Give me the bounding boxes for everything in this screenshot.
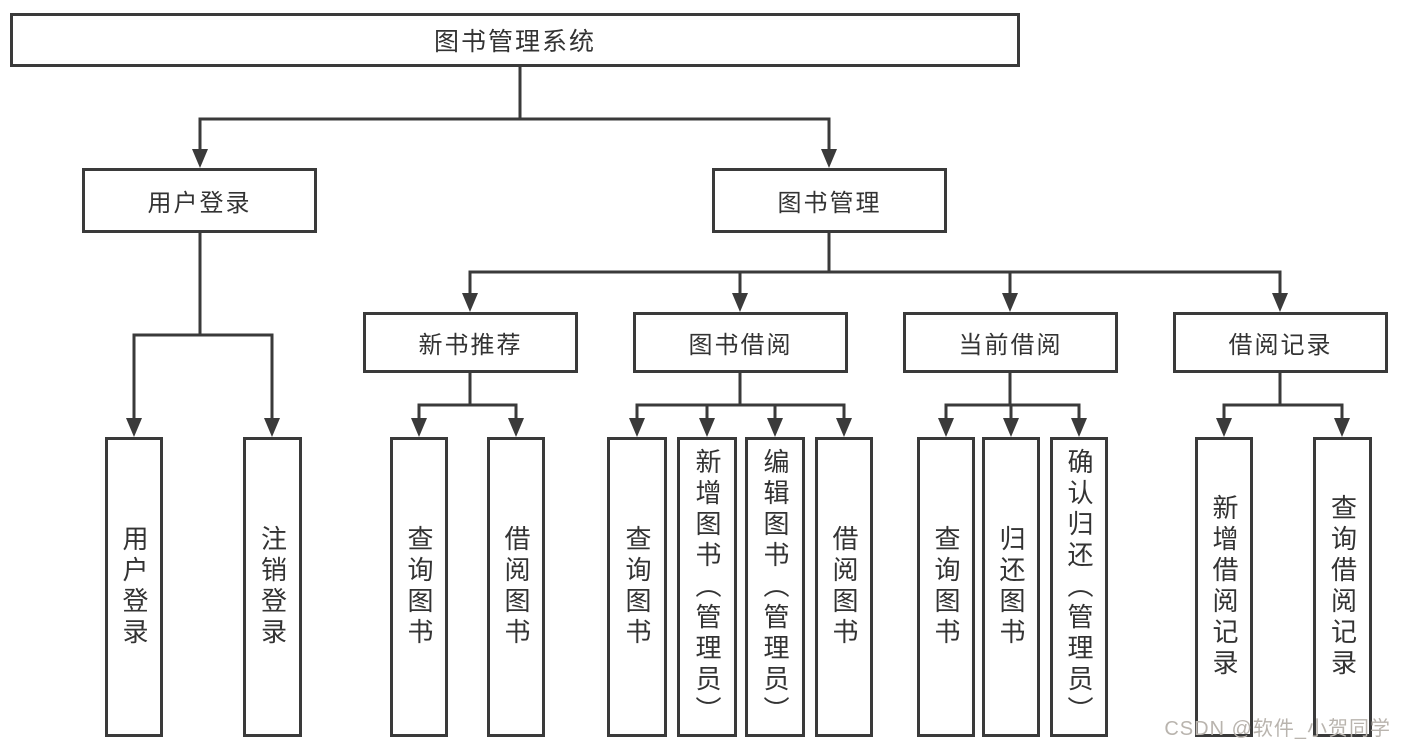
leaf-query-borrow-record: 查询借阅记录 (1313, 437, 1372, 737)
leaf-current-query-book: 查询图书 (917, 437, 975, 737)
node-new-book-recommend: 新书推荐 (363, 312, 578, 373)
leaf-borrow-book: 借阅图书 (815, 437, 873, 737)
node-borrow-records-label: 借阅记录 (1228, 332, 1333, 359)
leaf-return-book-label: 归还图书 (996, 525, 1026, 649)
leaf-return-book: 归还图书 (982, 437, 1040, 737)
node-borrow-records: 借阅记录 (1173, 312, 1388, 373)
leaf-recommend-borrow-book-label: 借阅图书 (501, 525, 531, 649)
leaf-add-borrow-record: 新增借阅记录 (1195, 437, 1253, 737)
node-user-login: 用户登录 (82, 168, 317, 233)
leaf-confirm-return-admin: 确认归还（管理员） (1050, 437, 1108, 737)
leaf-edit-book-admin: 编辑图书（管理员） (745, 437, 805, 737)
node-current-borrow: 当前借阅 (903, 312, 1118, 373)
leaf-add-book-admin-label: 新增图书（管理员） (692, 447, 722, 727)
leaf-add-borrow-record-label: 新增借阅记录 (1209, 494, 1239, 680)
leaf-confirm-return-admin-label: 确认归还（管理员） (1064, 447, 1094, 727)
node-root: 图书管理系统 (10, 13, 1020, 67)
leaf-user-login: 用户登录 (105, 437, 163, 737)
node-user-login-label: 用户登录 (147, 190, 252, 217)
node-new-book-recommend-label: 新书推荐 (418, 332, 523, 359)
leaf-borrow-query-book: 查询图书 (607, 437, 667, 737)
leaf-recommend-query-book-label: 查询图书 (404, 525, 434, 649)
node-book-borrow: 图书借阅 (633, 312, 848, 373)
node-root-label: 图书管理系统 (433, 28, 596, 56)
leaf-logout: 注销登录 (243, 437, 302, 737)
node-current-borrow-label: 当前借阅 (958, 332, 1063, 359)
leaf-borrow-query-book-label: 查询图书 (622, 525, 652, 649)
leaf-add-book-admin: 新增图书（管理员） (677, 437, 737, 737)
node-book-management-label: 图书管理 (777, 190, 882, 217)
leaf-edit-book-admin-label: 编辑图书（管理员） (760, 447, 790, 727)
leaf-borrow-book-label: 借阅图书 (829, 525, 859, 649)
leaf-logout-label: 注销登录 (257, 525, 288, 649)
leaf-query-borrow-record-label: 查询借阅记录 (1327, 494, 1358, 680)
leaf-recommend-borrow-book: 借阅图书 (487, 437, 545, 737)
leaf-current-query-book-label: 查询图书 (931, 525, 961, 649)
leaf-user-login-label: 用户登录 (119, 525, 149, 649)
node-book-borrow-label: 图书借阅 (688, 332, 793, 359)
leaf-recommend-query-book: 查询图书 (390, 437, 448, 737)
csdn-watermark: CSDN @软件_小贺同学 (1164, 718, 1391, 740)
node-book-management: 图书管理 (712, 168, 947, 233)
